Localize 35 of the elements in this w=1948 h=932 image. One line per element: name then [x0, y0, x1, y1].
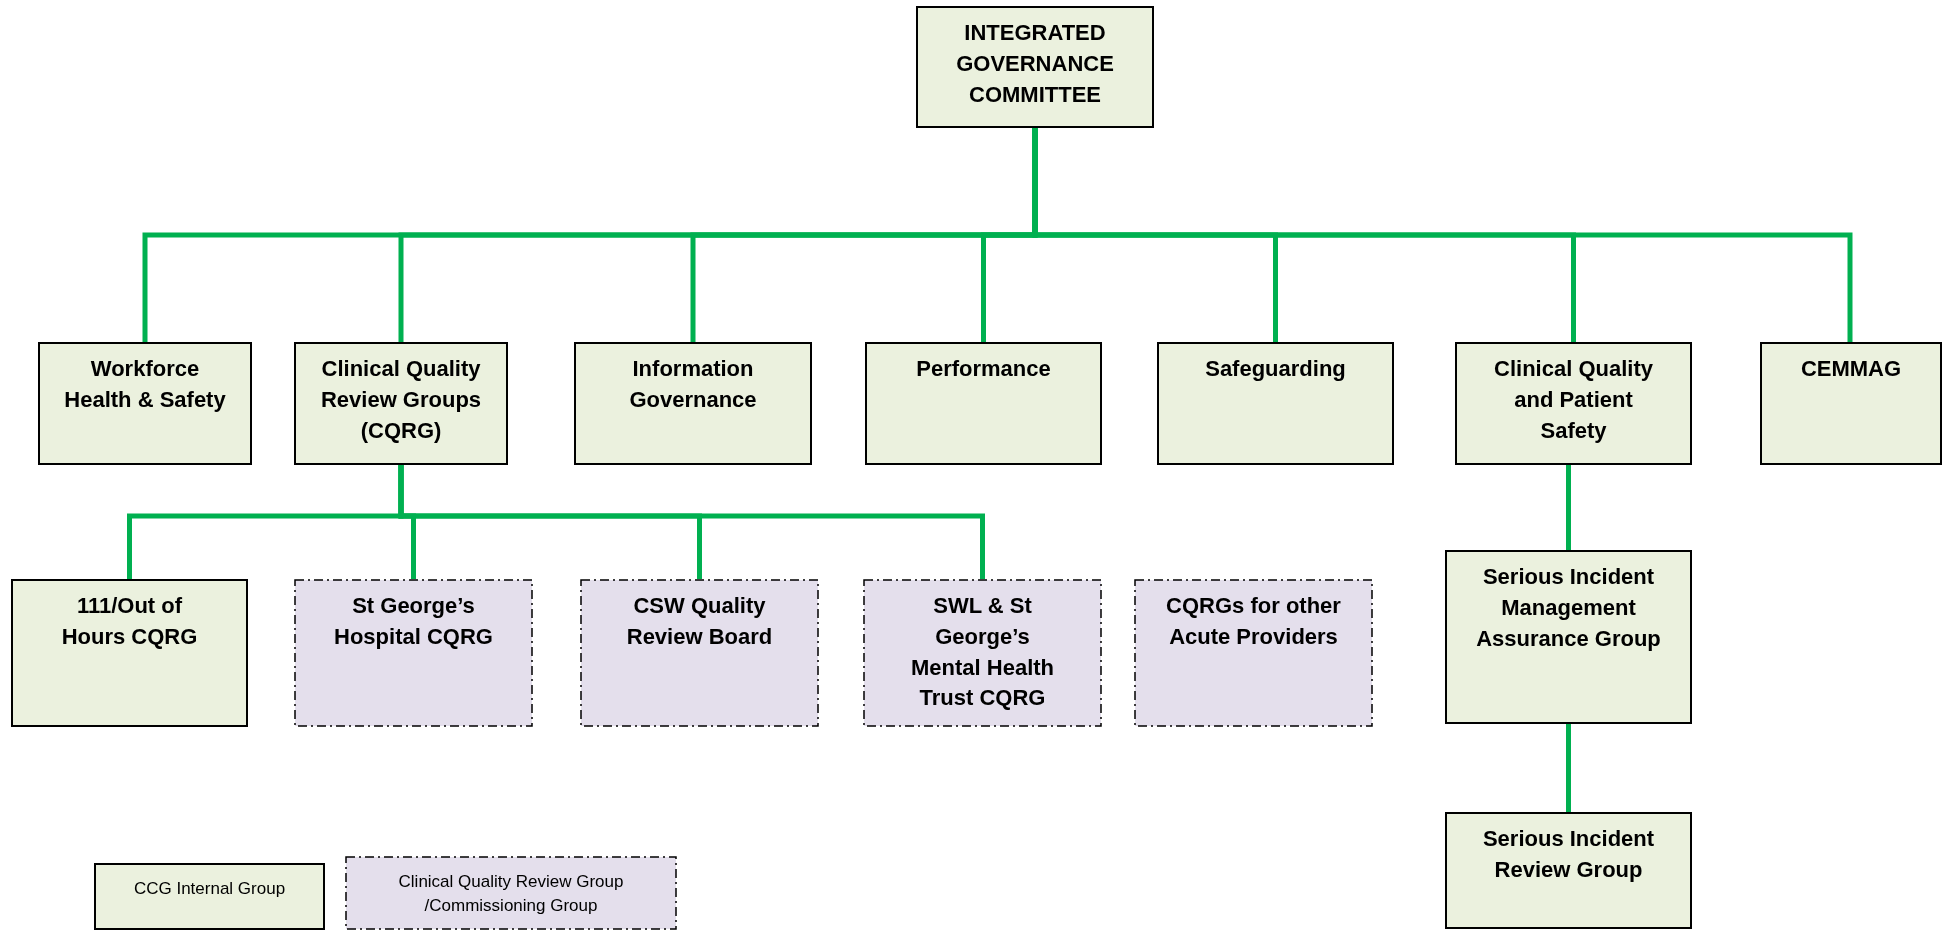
group-name: Clinical Quality Review Groups (CQRG): [319, 355, 483, 445]
group-box: [38, 342, 252, 465]
group-box: [574, 342, 812, 465]
group-box: [1455, 342, 1692, 465]
group-box: [1445, 812, 1692, 929]
group-box: [865, 342, 1102, 465]
review-group-box: [294, 579, 533, 727]
legend-label: CCG Internal Group: [133, 878, 286, 900]
group-box: [1157, 342, 1394, 465]
group-name: CQRGs for other Acute Providers: [1165, 592, 1342, 651]
group-name: Clinical Quality and Patient Safety: [1493, 355, 1654, 445]
review-group-box: [580, 579, 819, 727]
legend-label: Clinical Quality Review Group /Commissioning Group: [397, 871, 625, 917]
group-name: Information Governance: [628, 355, 758, 414]
group-box: [1445, 550, 1692, 724]
group-box: [916, 6, 1154, 128]
connector-line: [1566, 465, 1571, 550]
group-name: Workforce Health & Safety: [63, 355, 227, 414]
group-name: St George’s Hospital CQRG: [333, 592, 494, 651]
group-name: 111/Out of Hours CQRG: [60, 592, 199, 651]
group-name: Serious Incident Review Group: [1481, 825, 1656, 884]
group-name: CEMMAG: [1800, 355, 1902, 383]
connector-line: [1566, 724, 1571, 812]
review-group-box: [1134, 579, 1373, 727]
connector-line: [398, 465, 985, 579]
group-name: Performance: [916, 355, 1051, 383]
group-name: Serious Incident Management Assurance Group: [1475, 563, 1662, 653]
group-name: CSW Quality Review Board: [625, 592, 774, 651]
group-name: INTEGRATED GOVERNANCE COMMITTEE: [955, 19, 1115, 109]
group-box: [1760, 342, 1942, 465]
group-name: Safeguarding: [1205, 355, 1346, 383]
group-name: SWL & St George’s Mental Health Trust CQRG: [910, 592, 1055, 713]
review-group-box: [863, 579, 1102, 727]
group-box: [11, 579, 248, 727]
group-box: [294, 342, 508, 465]
